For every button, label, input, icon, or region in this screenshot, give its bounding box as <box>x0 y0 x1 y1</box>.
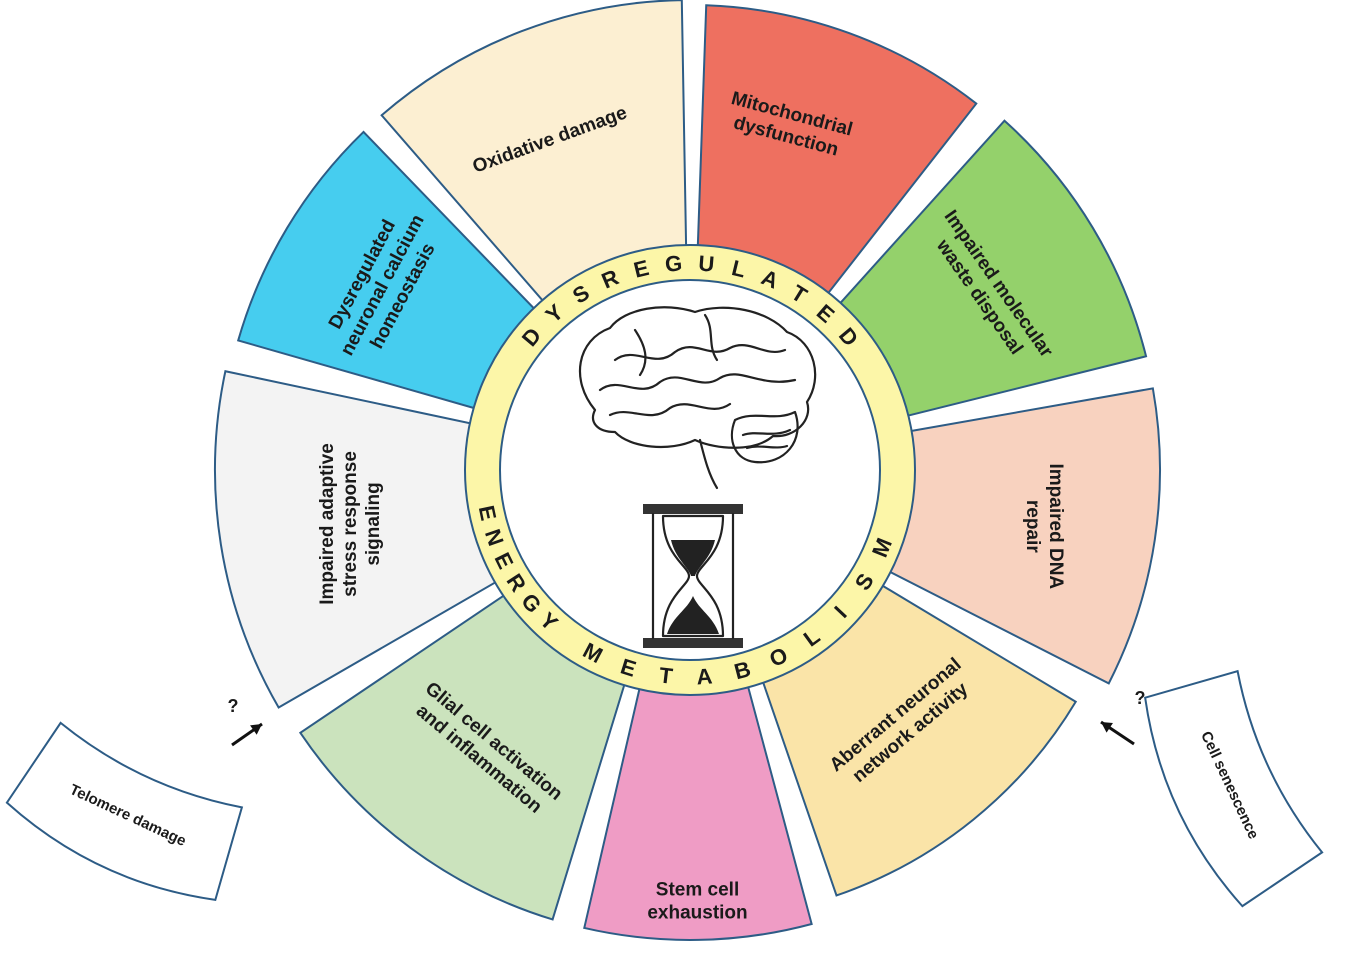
ring-letter-bottom: E <box>618 653 639 681</box>
side-box-shape <box>1144 669 1324 908</box>
segment-calcium: Dysregulatedneuronal calciumhomeostasis <box>236 130 550 415</box>
side-box-right: Cell senescence? <box>1100 669 1324 908</box>
ring-letter-left: E <box>474 503 502 523</box>
segment-waste: Impaired molecularwaste disposal <box>825 119 1148 422</box>
ring-letter-bottom: T <box>658 662 675 688</box>
side-box-frame: Telomere damage <box>5 721 244 901</box>
segment-mito: Mitochondrialdysfunction <box>696 4 978 310</box>
segment-label-line: Impaired adaptive <box>317 443 338 605</box>
segment-glial: Glial cell activationand inflammation <box>298 583 632 921</box>
side-boxes-layer: Telomere damage?Cell senescence? <box>5 669 1324 908</box>
segment-label-line: exhaustion <box>647 902 747 923</box>
segment-label-line: Impaired DNA <box>1045 463 1066 589</box>
segment-label-line: repair <box>1022 500 1043 553</box>
question-mark: ? <box>1135 688 1146 708</box>
arrow-head-icon <box>250 724 262 735</box>
segment-network: Aberrant neuronalnetwork activity <box>755 574 1078 897</box>
ring-letter-top: U <box>697 251 715 277</box>
arrow-head-icon <box>1101 722 1113 733</box>
ring-letter-bottom: B <box>732 656 754 684</box>
segment-label-line: signaling <box>363 482 384 565</box>
side-box-frame: Cell senescence <box>1144 669 1324 908</box>
segment-label-line: Stem cell <box>656 879 739 900</box>
question-mark: ? <box>228 696 239 716</box>
segment-label: Impaired DNArepair <box>1022 463 1066 589</box>
ring-letter-top: G <box>664 251 683 277</box>
hourglass-icon <box>643 504 743 648</box>
segment-label-line: stress response <box>340 451 361 597</box>
ring-letter-bottom: A <box>696 663 714 689</box>
ring-letter-top: L <box>729 255 748 282</box>
brain-icon <box>579 306 817 490</box>
ring-letter-left: N <box>480 526 509 549</box>
ring-letter-top: E <box>631 255 651 283</box>
segment-oxidative: Oxidative damage <box>380 0 688 317</box>
side-box-shape <box>5 721 244 901</box>
inner-circle <box>499 279 881 661</box>
side-box-left: Telomere damage? <box>5 696 263 901</box>
